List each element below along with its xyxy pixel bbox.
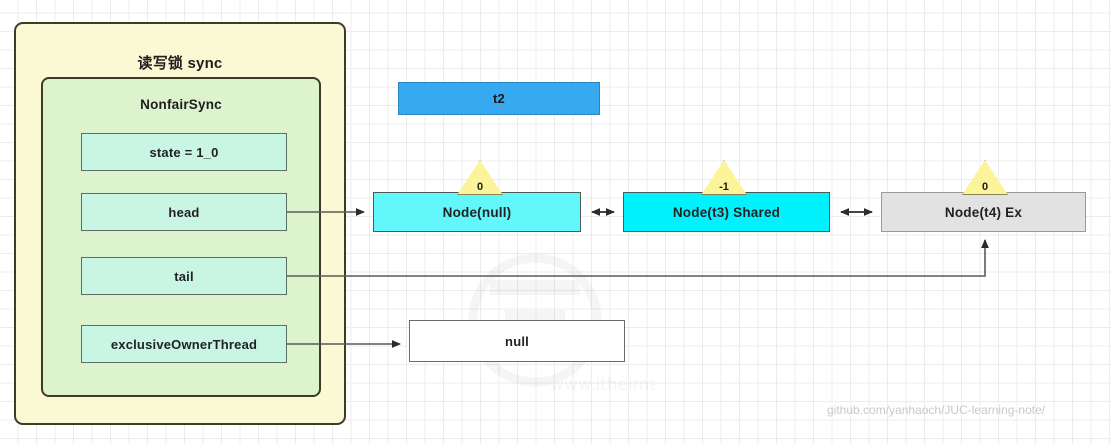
field-exclusive-owner-thread: exclusiveOwnerThread	[81, 325, 287, 363]
nonfairsync-title: NonfairSync	[140, 97, 222, 112]
wait-status-value: 0	[981, 181, 989, 193]
wait-status-value: 0	[476, 181, 484, 193]
connector-tail-to-node-t4	[287, 239, 989, 277]
thread-banner-t2: t2	[398, 82, 600, 115]
svg-text:www.itheima.com: www.itheima.com	[550, 375, 655, 395]
exclusive-owner-value-null: null	[409, 320, 625, 362]
queue-node-t3-shared: Node(t3) Shared	[623, 192, 830, 232]
queue-node-t4-exclusive: Node(t4) Ex	[881, 192, 1086, 232]
field-state: state = 1_0	[81, 133, 287, 171]
wait-status-badge-node-t3: -1	[701, 160, 747, 195]
wait-status-value: -1	[719, 181, 729, 193]
wait-status-badge-node-t4: 0	[962, 160, 1008, 195]
watermark-url: github.com/yanhaoch/JUC-learning-note/	[827, 403, 1046, 417]
field-tail: tail	[81, 257, 287, 295]
readwritelock-sync-title: 读写锁 sync	[137, 55, 223, 72]
queue-node-null: Node(null)	[373, 192, 581, 232]
wait-status-badge-node-null: 0	[457, 160, 503, 195]
field-head: head	[81, 193, 287, 231]
